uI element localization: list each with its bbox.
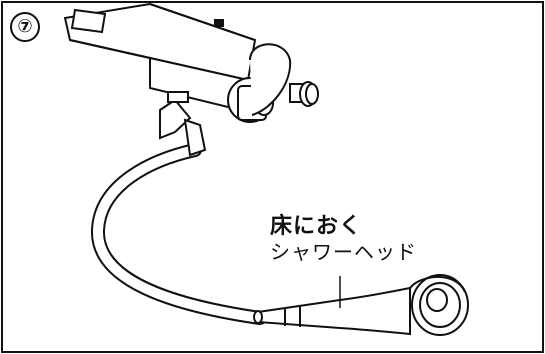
faucet-body [63,2,319,157]
shower-head [253,274,469,336]
callout-part-text: シャワーヘッド [270,240,417,265]
callout-action-text: 床におく [270,214,363,239]
step-number-badge: ⑦ [10,12,40,42]
callout-label: 床におく シャワーヘッド [270,214,417,264]
shower-hose [90,143,267,325]
